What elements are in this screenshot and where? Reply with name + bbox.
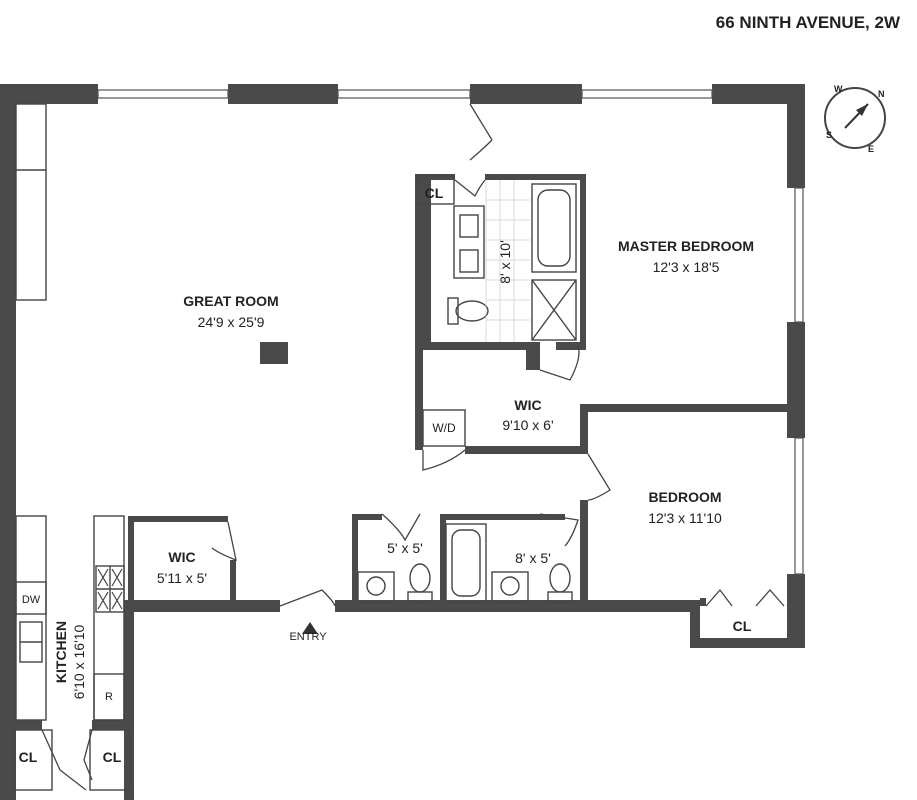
room-labels: GREAT ROOM 24'9 x 25'9 MASTER BEDROOM 12…	[19, 185, 754, 765]
window-strips	[97, 89, 804, 575]
wic-master-size: 9'10 x 6'	[502, 417, 553, 433]
washer-dryer-label: W/D	[432, 421, 456, 435]
kitchen-counters	[15, 103, 125, 721]
great-room-name: GREAT ROOM	[183, 293, 278, 309]
cl-bedroom-label: CL	[733, 618, 752, 634]
entry-label: ENTRY	[289, 631, 327, 643]
kitchen-name: KITCHEN	[53, 621, 69, 683]
cl-master-label: CL	[425, 185, 444, 201]
lower-bath-fixtures	[357, 523, 573, 603]
bath2-size: 8' x 5'	[515, 550, 551, 566]
great-room-size: 24'9 x 25'9	[198, 314, 265, 330]
master-bath-size: 8' x 10'	[497, 240, 513, 283]
entry-arrow-icon	[302, 622, 318, 634]
master-bedroom-size: 12'3 x 18'5	[653, 259, 720, 275]
cooktop-burners	[97, 568, 123, 610]
wic-great-name: WIC	[168, 549, 195, 565]
wic-great-size: 5'11 x 5'	[157, 570, 207, 586]
compass-n: N	[878, 89, 885, 99]
dishwasher-label: DW	[22, 594, 41, 606]
compass-icon: N S E W	[824, 84, 886, 154]
wic-master-name: WIC	[514, 397, 541, 413]
door-swings	[41, 103, 785, 791]
compass-s: S	[826, 130, 832, 140]
powder-bath-size: 5' x 5'	[387, 540, 423, 556]
interior-walls	[128, 174, 788, 610]
master-bath-fixtures	[447, 183, 577, 341]
bedroom-size: 12'3 x 11'10	[648, 510, 722, 526]
structural-column	[260, 342, 288, 364]
exterior-walls	[0, 84, 805, 800]
cl-right-label: CL	[103, 749, 122, 765]
plan-address: 66 NINTH AVENUE, 2W	[716, 13, 901, 32]
compass-e: E	[868, 144, 874, 154]
closet-outlines	[13, 175, 466, 791]
bedroom-name: BEDROOM	[648, 489, 721, 505]
master-bath-tiles	[485, 180, 530, 342]
refrigerator-label: R	[105, 691, 113, 703]
cl-left-label: CL	[19, 749, 38, 765]
master-bedroom-name: MASTER BEDROOM	[618, 238, 754, 254]
compass-w: W	[834, 84, 843, 94]
kitchen-size: 6'10 x 16'10	[71, 624, 87, 699]
